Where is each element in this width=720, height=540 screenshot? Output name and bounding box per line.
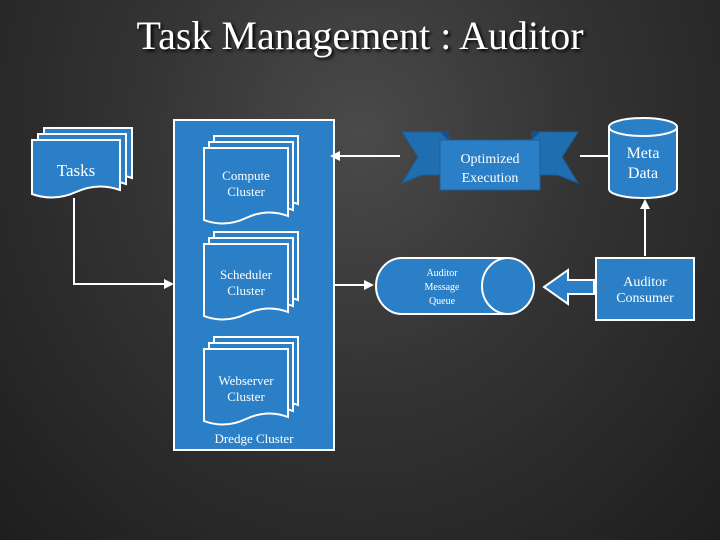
scheduler-cluster-label-line2: Cluster <box>227 283 265 298</box>
webserver-cluster-node: Webserver Cluster <box>203 336 299 426</box>
tasks-to-dredge-arrow <box>73 198 174 289</box>
meta-data-label-line2: Data <box>628 165 658 182</box>
meta-data-label-line1: Meta <box>627 145 660 162</box>
consumer-to-queue-block-arrow <box>542 268 595 306</box>
optimized-execution-node: Optimized Execution <box>400 131 580 191</box>
compute-cluster-label-line2: Cluster <box>227 184 265 199</box>
scheduler-cluster-label-line1: Scheduler <box>220 267 273 282</box>
slide-title: Task Management : Auditor <box>136 13 584 58</box>
auditor-message-queue-node: Auditor Message Queue <box>375 257 535 315</box>
optimized-execution-label-line1: Optimized <box>460 152 519 167</box>
queue-label-line2: Message <box>425 282 461 293</box>
webserver-cluster-label-line2: Cluster <box>227 389 265 404</box>
tasks-label: Tasks <box>57 161 95 180</box>
auditor-consumer-label-line2: Consumer <box>616 291 674 306</box>
compute-cluster-label-line1: Compute <box>222 168 270 183</box>
auditor-consumer-label-line1: Auditor <box>623 275 667 290</box>
webserver-cluster-label-line1: Webserver <box>218 373 274 388</box>
compute-cluster-node: Compute Cluster <box>203 135 299 225</box>
meta-data-node: Meta Data <box>608 117 678 199</box>
scheduler-cluster-node: Scheduler Cluster <box>203 231 299 321</box>
dredge-cluster-label: Dredge Cluster <box>214 431 294 446</box>
queue-label-line3: Queue <box>429 296 456 307</box>
queue-label-line1: Auditor <box>426 268 458 279</box>
optimized-execution-label-line2: Execution <box>462 171 519 186</box>
tasks-node: Tasks <box>31 127 133 199</box>
auditor-consumer-node: Auditor Consumer <box>595 257 695 321</box>
